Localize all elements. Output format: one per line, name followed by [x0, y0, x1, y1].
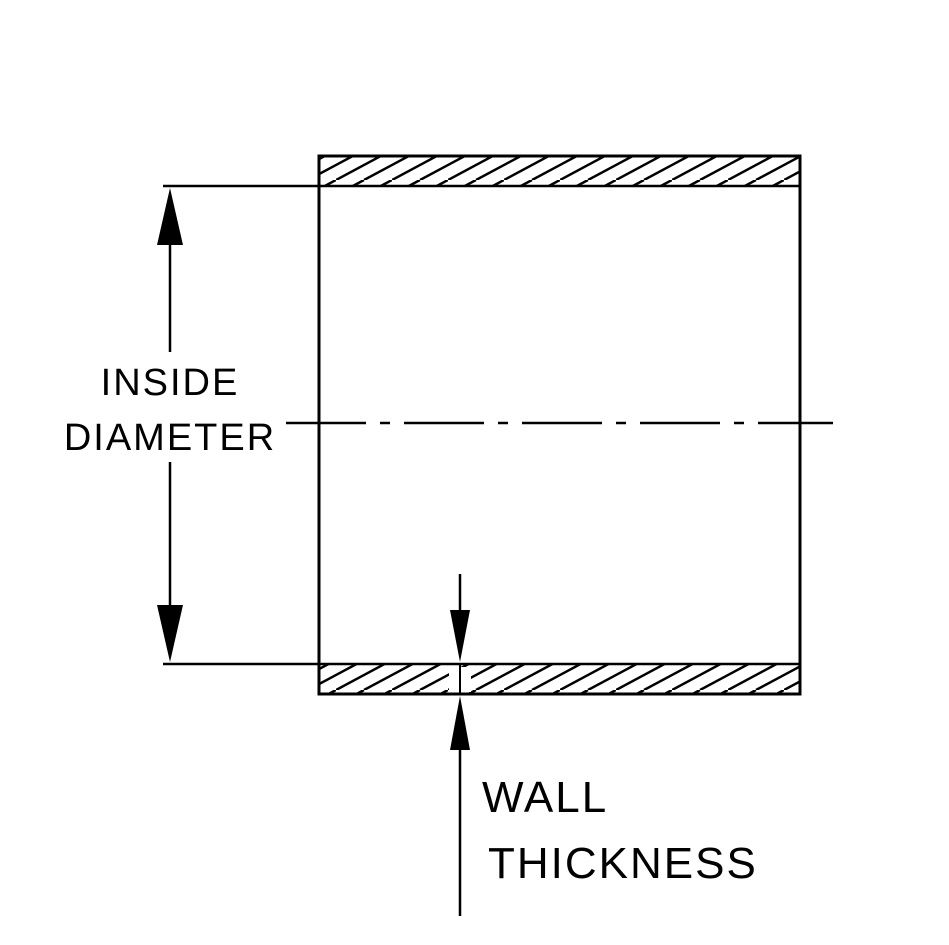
inside-diameter-arrow-down-icon	[157, 605, 183, 662]
tube-body-outline	[317, 154, 802, 696]
wall-thickness-arrow-down-icon	[450, 610, 470, 662]
top-wall-hatch-section	[317, 154, 802, 188]
bottom-wall-hatch-section	[317, 662, 802, 696]
wall-thickness-arrow-up-icon	[450, 696, 470, 750]
inside-diameter-label-line1: INSIDE	[101, 362, 240, 404]
inside-diameter-label-line2: DIAMETER	[64, 417, 276, 459]
inside-diameter-arrow-up-icon	[157, 188, 183, 245]
wall-thickness-label-line2: THICKNESS	[488, 839, 758, 888]
wall-thickness-label-line1: WALL	[482, 773, 608, 822]
